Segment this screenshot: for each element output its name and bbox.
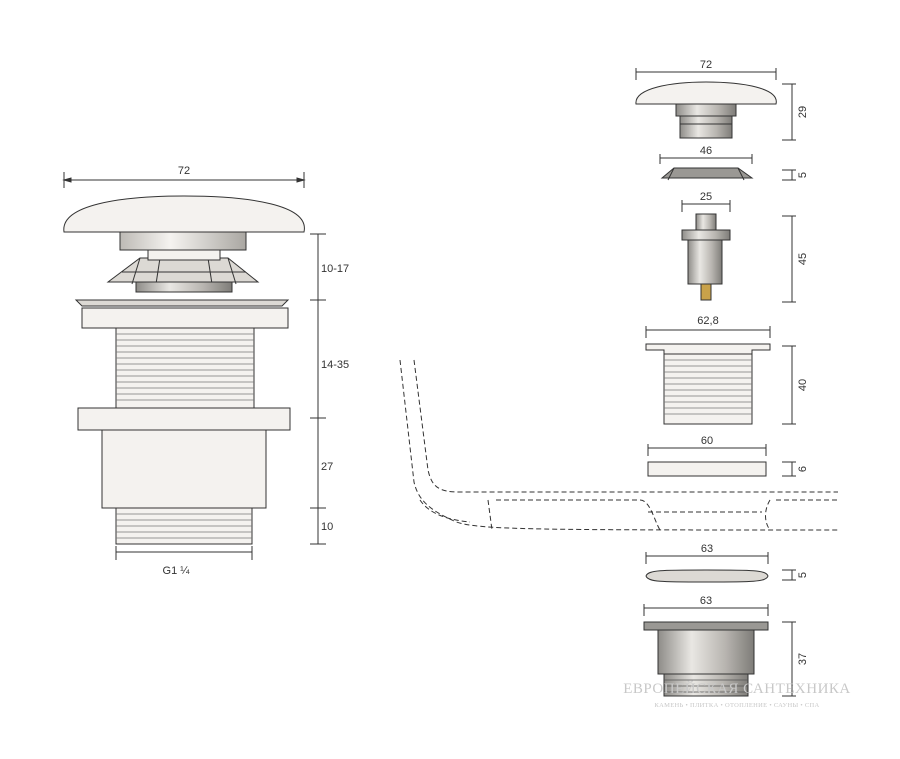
washer-height-label: 5 — [797, 572, 809, 578]
exploded-cartridge-dimension — [681, 200, 796, 303]
exploded-cap — [635, 81, 777, 105]
exploded-cap-stem-lower — [679, 115, 733, 139]
exploded-washer — [645, 569, 769, 583]
thread-width-dimension — [115, 546, 253, 560]
flange-height-label: 40 — [797, 379, 809, 391]
exploded-cartridge-pin — [700, 283, 712, 301]
upper-flange — [81, 307, 289, 329]
width-label-72: 72 — [178, 165, 190, 177]
height-dimensions — [310, 233, 326, 545]
top-width-dimension — [62, 172, 306, 188]
exploded-nut-thread — [663, 673, 749, 697]
exploded-flange-top — [645, 343, 771, 355]
bottom-thread-lines — [116, 513, 252, 539]
pop-up-cap — [63, 195, 305, 233]
exploded-cartridge-collar — [681, 229, 731, 241]
exploded-nut-thread-lines — [664, 679, 748, 693]
exploded-nut-rim — [643, 621, 769, 631]
basin-surface — [74, 299, 290, 307]
upper-thread-lines — [116, 333, 254, 401]
exploded-view — [635, 68, 796, 697]
drain-body — [101, 429, 267, 509]
cap-height-label: 29 — [797, 106, 809, 118]
seal-height-label: 6 — [797, 466, 809, 472]
cone-height-label: 5 — [797, 172, 809, 178]
exploded-nut-dimension — [643, 604, 796, 697]
exploded-flange-thread-lines — [664, 359, 752, 415]
exploded-nut-body — [657, 629, 755, 675]
exploded-cap-stem — [675, 103, 737, 117]
washer-width-label: 63 — [701, 543, 713, 555]
spring-cone — [106, 249, 260, 293]
exploded-cartridge-top — [695, 213, 717, 231]
exploded-cone-dimension — [659, 154, 796, 181]
exploded-flange-dimension — [645, 326, 796, 425]
exploded-washer-dimension — [645, 552, 796, 581]
cap-width-label: 72 — [700, 59, 712, 71]
cone-width-label: 46 — [700, 145, 712, 157]
upper-thread — [115, 327, 255, 409]
cartridge-height-label: 45 — [797, 253, 809, 265]
exploded-cap-dimension — [635, 68, 796, 141]
exploded-seal-dimension — [647, 444, 796, 477]
height-label-cap: 10-17 — [321, 263, 349, 275]
cap-stem — [119, 231, 247, 251]
nut-width-label: 63 — [700, 595, 712, 607]
height-label-body: 27 — [321, 461, 333, 473]
watermark-title: ЕВРОПЕЙСКАЯ САНТЕХНИКА — [623, 680, 851, 697]
watermark-subtitle: КАМЕНЬ • ПЛИТКА • ОТОПЛЕНИЕ • САУНЫ • СП… — [655, 702, 820, 709]
assembled-view — [62, 172, 326, 560]
exploded-cartridge-body — [687, 239, 723, 285]
basin-section-outline — [399, 359, 841, 531]
lower-flange — [77, 407, 291, 431]
exploded-flange-thread — [663, 353, 753, 425]
exploded-seal — [647, 461, 767, 477]
seal-width-label: 60 — [701, 435, 713, 447]
thread-size-label: G1 ¼ — [163, 565, 191, 577]
height-label-thread: 10 — [321, 521, 333, 533]
nut-height-label: 37 — [797, 653, 809, 665]
cartridge-width-label: 25 — [700, 191, 712, 203]
height-label-flange: 14-35 — [321, 359, 349, 371]
flange-width-label: 62,8 — [697, 315, 718, 327]
